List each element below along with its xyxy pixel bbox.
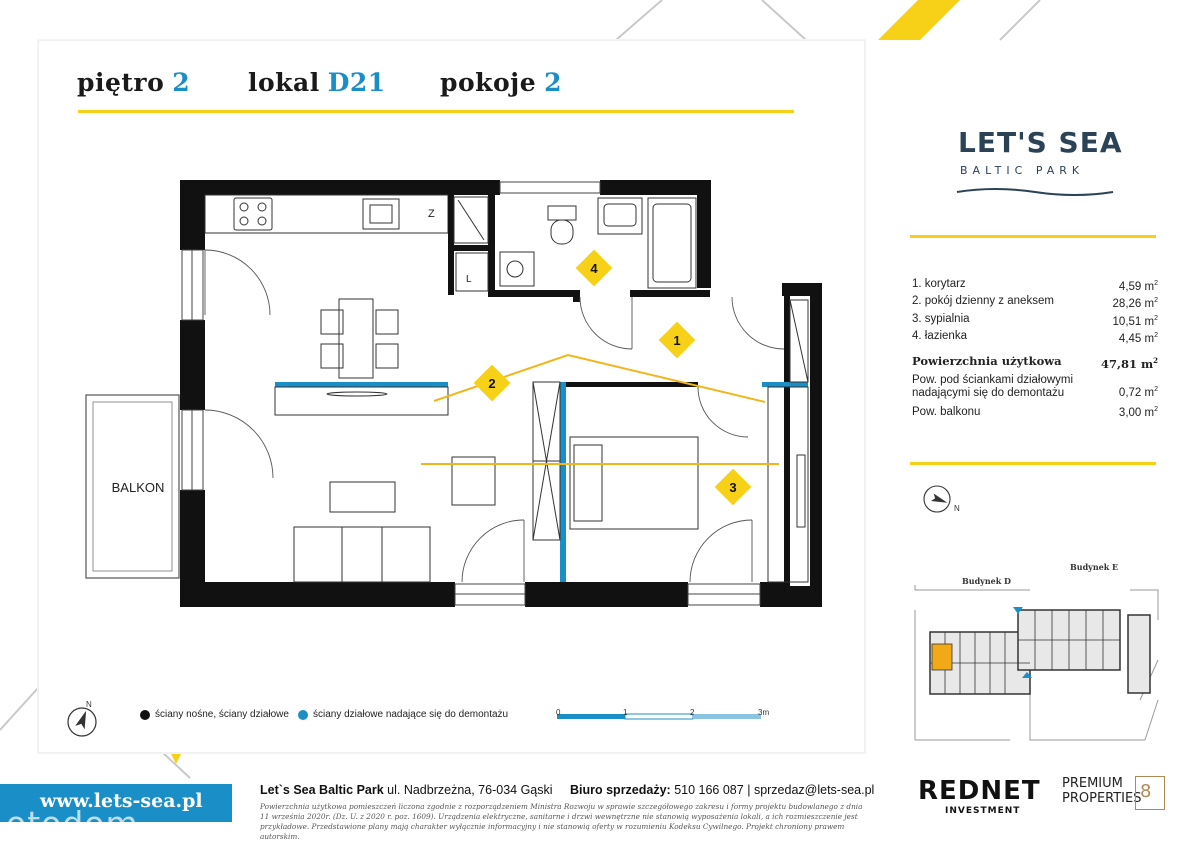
sales-email[interactable]: sprzedaz@lets-sea.pl [753,783,875,797]
scale-tick-0: 0 [556,708,561,717]
room-marker-4: 4 [575,249,613,287]
legend-load-bearing: ściany nośne, ściany działowe [140,709,289,720]
legend-dot-blue [298,709,308,720]
decor-bottom [161,752,191,779]
logo-title: LET'S SEA [958,126,1123,159]
svg-text:N: N [86,700,92,709]
small-compass-icon: N [923,485,960,513]
fridge-label: Z [428,208,435,220]
unit-value: D21 [327,68,386,97]
premium-logo-line2: PROPERTIES [1062,791,1142,806]
room-marker-1: 1 [658,321,696,359]
unit-location-highlight [931,643,953,671]
website-link[interactable]: www.lets-sea.pl [40,790,203,812]
disclaimer: Powierzchnia użytkowa pomieszczeń liczon… [260,802,863,841]
floor-plan: BALKON Z L [67,180,822,737]
room-marker-3: 3 [714,468,752,506]
scale-tick-2: 2 [690,708,695,717]
floor-value: 2 [172,68,191,97]
sales-phone[interactable]: 510 166 087 [674,783,744,797]
plan-card [38,40,865,753]
legend-dot-black [140,709,150,720]
scale-tick-3: 3m [758,708,770,717]
info-divider-top [910,235,1156,238]
footer-brand: Let`s Sea Baltic Park ul. Nadbrzeżna, 76… [260,783,553,797]
wave-icon [956,188,1114,196]
rooms-value: 2 [544,68,563,97]
scale-tick-1: 1 [623,708,628,717]
svg-text:2: 2 [488,376,495,391]
removable-walls-area-row: Pow. pod ściankami działowymi nadającymi… [912,373,1158,400]
scale-bar [557,713,761,720]
rednet-sub: INVESTMENT [945,806,1021,816]
decor-top [615,0,1041,41]
legend-removable: ściany działowe nadające się do demontaż… [298,709,508,720]
logo-subtitle: BALTIC PARK [960,164,1085,177]
svg-text:1: 1 [673,333,680,348]
svg-text:4: 4 [590,261,598,276]
balcony-label: BALKON [112,480,165,495]
compass-icon: N [67,700,97,737]
header-divider [78,110,794,113]
footer-sales: Biuro sprzedaży: 510 166 087 | sprzedaz@… [570,783,875,797]
otodom-watermark: otodom [6,804,139,843]
premium-logo-mark [1135,776,1165,810]
website-banner [0,784,232,822]
building-d-label: Budynek D [962,576,1011,586]
appliance-label: L [466,274,472,285]
rednet-logo: REDNET [918,776,1041,806]
decor-left [0,687,39,731]
svg-text:N: N [954,504,960,513]
site-plan [914,585,1159,741]
building-e-label: Budynek E [1070,562,1119,572]
room-marker-2: 2 [473,364,511,402]
svg-text:3: 3 [729,480,736,495]
premium-logo-icon: 8 [1140,781,1152,802]
premium-logo-line1: PREMIUM [1062,776,1123,791]
info-divider-bottom [910,462,1156,465]
